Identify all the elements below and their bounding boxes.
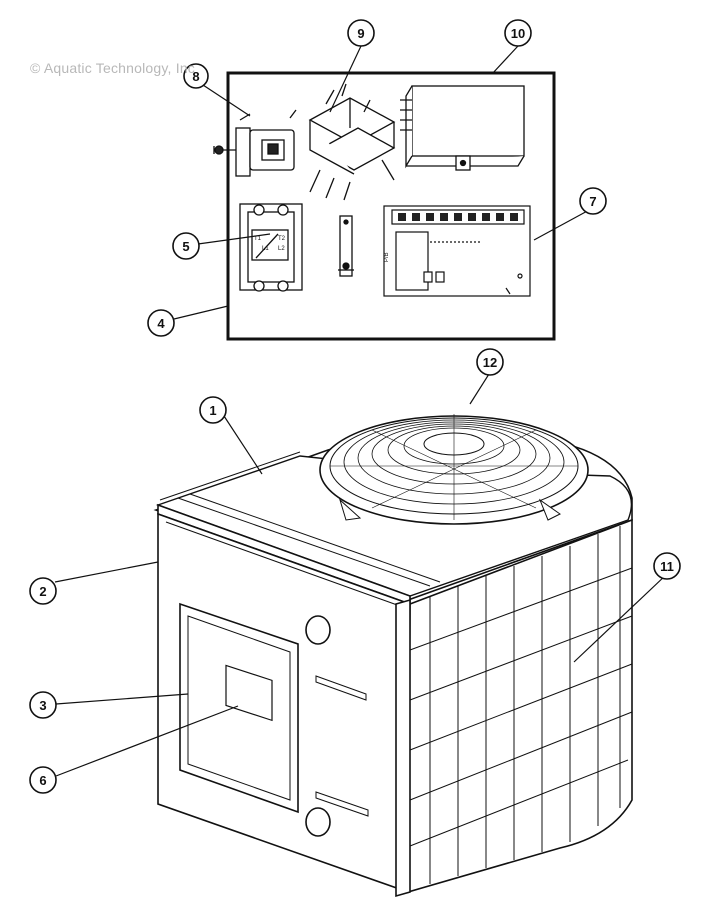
contactor-t1-label: T1 bbox=[254, 236, 262, 242]
pcb-marker-label: P/B bbox=[384, 252, 390, 262]
callout-label: 2 bbox=[39, 584, 46, 599]
fan-guard bbox=[319, 414, 589, 525]
callout-label: 6 bbox=[39, 773, 46, 788]
callout-3: 3 bbox=[29, 691, 57, 719]
callout-label: 3 bbox=[39, 698, 46, 713]
callout-label: 1 bbox=[209, 403, 216, 418]
callout-10: 10 bbox=[504, 19, 532, 47]
contactor: T1 T2 L1 L2 bbox=[239, 203, 303, 292]
callout-5: 5 bbox=[172, 232, 200, 260]
callout-label: 10 bbox=[511, 26, 525, 41]
callout-7: 7 bbox=[579, 187, 607, 215]
control-window bbox=[179, 602, 299, 814]
callout-label: 11 bbox=[660, 559, 674, 574]
callout-6: 6 bbox=[29, 766, 57, 794]
callout-label: 8 bbox=[192, 69, 199, 84]
callout-1: 1 bbox=[199, 396, 227, 424]
contactor-l2-label: L2 bbox=[278, 246, 285, 252]
callout-label: 7 bbox=[589, 194, 596, 209]
callout-12: 12 bbox=[476, 348, 504, 376]
copyright-watermark: © Aquatic Technology, Inc bbox=[30, 60, 196, 76]
callout-label: 4 bbox=[157, 316, 165, 331]
capacitor-box bbox=[400, 85, 525, 171]
callout-4: 4 bbox=[147, 309, 175, 337]
callout-2: 2 bbox=[29, 577, 57, 605]
callout-11: 11 bbox=[653, 552, 681, 580]
electrical-panel: T1 T2 L1 L2 bbox=[213, 71, 556, 341]
contactor-l1-label: L1 bbox=[262, 246, 269, 252]
relay-switch bbox=[213, 109, 297, 177]
callout-label: 9 bbox=[357, 26, 364, 41]
callout-label: 5 bbox=[182, 239, 189, 254]
control-board: P/B bbox=[383, 205, 531, 297]
callout-8: 8 bbox=[183, 63, 209, 89]
contactor-t2-label: T2 bbox=[278, 236, 286, 242]
leader-lines bbox=[54, 45, 668, 777]
heat-pump-unit bbox=[153, 414, 633, 898]
callout-label: 12 bbox=[483, 355, 497, 370]
callout-9: 9 bbox=[347, 19, 375, 47]
mounting-bracket bbox=[338, 215, 354, 277]
